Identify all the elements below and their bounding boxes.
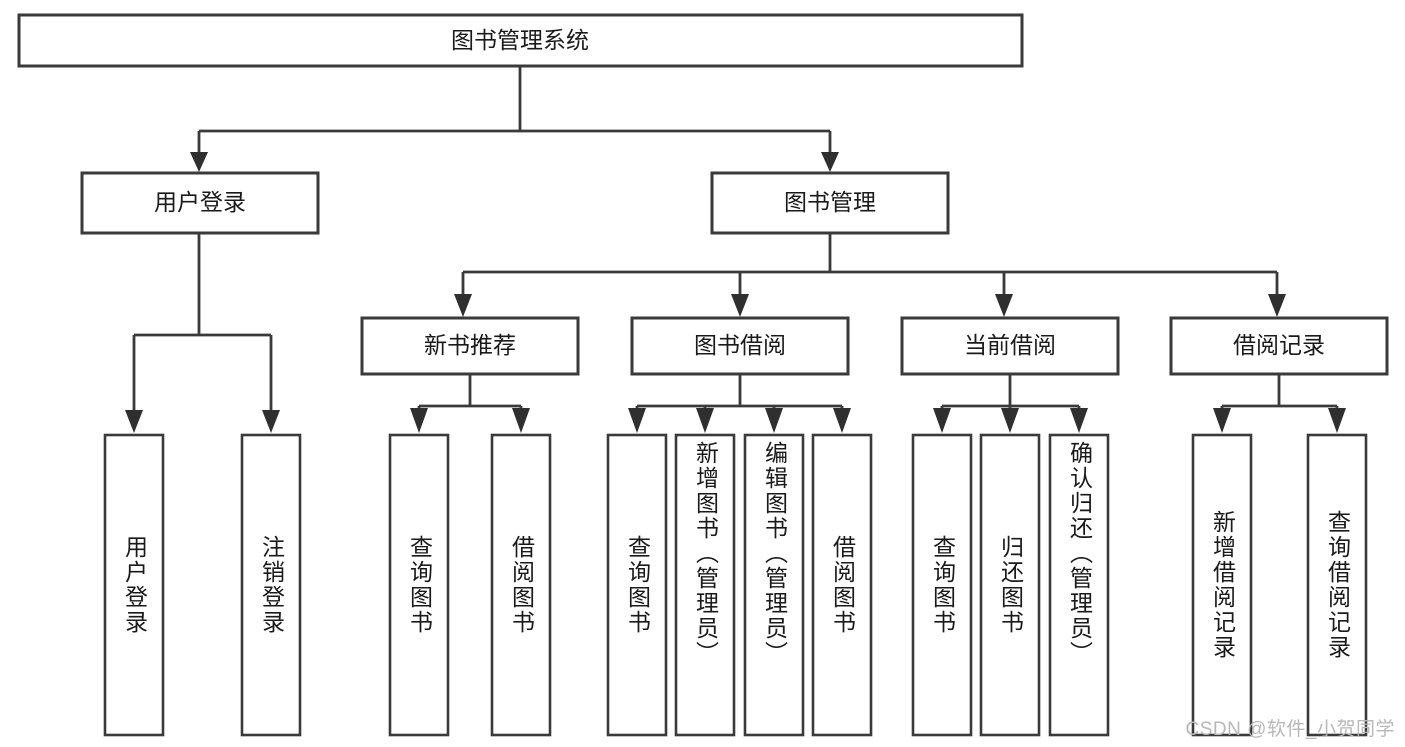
arrowhead-icon	[765, 408, 783, 433]
arrowheads-group	[125, 152, 1346, 433]
node-book-borrow[interactable]	[630, 316, 850, 376]
arrowhead-icon	[933, 408, 951, 433]
leaf-new-book-1[interactable]	[388, 433, 450, 737]
node-book-management-label: 图书管理	[784, 189, 876, 215]
arrowhead-icon	[262, 410, 280, 433]
arrowhead-icon	[125, 410, 143, 433]
arrowhead-icon	[821, 152, 839, 172]
watermark-text: CSDN @软件_小贺同学	[1185, 719, 1395, 740]
node-new-book-recommend[interactable]	[360, 316, 580, 376]
arrowhead-icon	[1328, 408, 1346, 433]
leaf-new-book-2[interactable]	[490, 433, 552, 737]
leaf-current-borrow-2[interactable]	[979, 433, 1041, 737]
arrowhead-icon	[410, 408, 428, 433]
leaf-borrow-records-2[interactable]	[1306, 433, 1368, 737]
leaf-current-borrow-1[interactable]	[911, 433, 973, 737]
nodes-group: 图书管理系统 用户登录 图书管理 新书推荐 图书借阅 当前借阅 借阅记录	[17, 13, 1389, 737]
node-current-borrow-label: 当前借阅	[964, 332, 1056, 358]
leaf-user-login-1[interactable]	[103, 433, 165, 737]
arrowhead-icon	[995, 294, 1013, 317]
node-root-label: 图书管理系统	[451, 27, 589, 53]
arrowhead-icon	[696, 408, 714, 433]
arrowhead-icon	[512, 408, 530, 433]
leaf-book-borrow-2[interactable]	[674, 433, 736, 737]
arrowhead-icon	[1070, 408, 1088, 433]
leaf-book-borrow-3[interactable]	[743, 433, 805, 737]
arrowhead-icon	[454, 294, 472, 317]
leaf-borrow-records-1[interactable]	[1191, 433, 1253, 737]
arrowhead-icon	[1213, 408, 1231, 433]
leaf-user-login-2[interactable]	[240, 433, 302, 737]
arrowhead-icon	[628, 408, 646, 433]
leaf-current-borrow-3[interactable]	[1048, 433, 1110, 737]
node-user-login[interactable]	[80, 171, 320, 235]
node-new-book-recommend-label: 新书推荐	[424, 332, 516, 358]
node-user-login-label: 用户登录	[154, 189, 246, 215]
leaf-book-borrow-1[interactable]	[606, 433, 668, 737]
node-borrow-records[interactable]	[1169, 316, 1389, 376]
arrowhead-icon	[1001, 408, 1019, 433]
node-borrow-records-label: 借阅记录	[1233, 332, 1325, 358]
arrowhead-icon	[190, 152, 208, 172]
node-current-borrow[interactable]	[900, 316, 1120, 376]
leaf-book-borrow-4[interactable]	[811, 433, 873, 737]
arrowhead-icon	[1268, 294, 1286, 317]
arrowhead-icon	[731, 294, 749, 317]
node-book-management[interactable]	[710, 171, 950, 235]
arrowhead-icon	[833, 408, 851, 433]
node-book-borrow-label: 图书借阅	[694, 332, 786, 358]
node-root-book-management-system[interactable]	[17, 13, 1024, 68]
